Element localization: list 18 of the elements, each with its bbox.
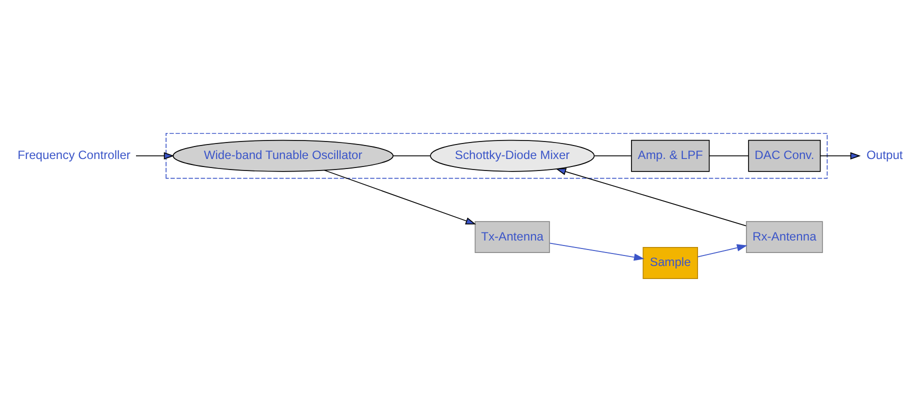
node-ellipse: Schottky-Diode Mixer — [430, 139, 595, 172]
node-box: Rx-Antenna — [746, 220, 823, 253]
connector — [594, 154, 632, 156]
node-box: DAC Conv. — [748, 139, 821, 172]
cluster — [166, 132, 828, 178]
node-text: Frequency Controller — [18, 148, 130, 162]
node-box: Sample — [642, 246, 698, 278]
arrow — [136, 152, 174, 159]
node-ellipse: Wide-band Tunable Oscillator — [172, 139, 394, 172]
node-box: Tx-Antenna — [474, 220, 550, 253]
node-text: Output — [866, 148, 903, 162]
connector — [392, 154, 431, 156]
connector — [708, 154, 749, 156]
arrow — [820, 152, 861, 159]
node-box: Amp. & LPF — [631, 139, 710, 172]
arrow — [549, 242, 644, 260]
arrow — [697, 244, 748, 257]
arrow — [556, 168, 746, 226]
